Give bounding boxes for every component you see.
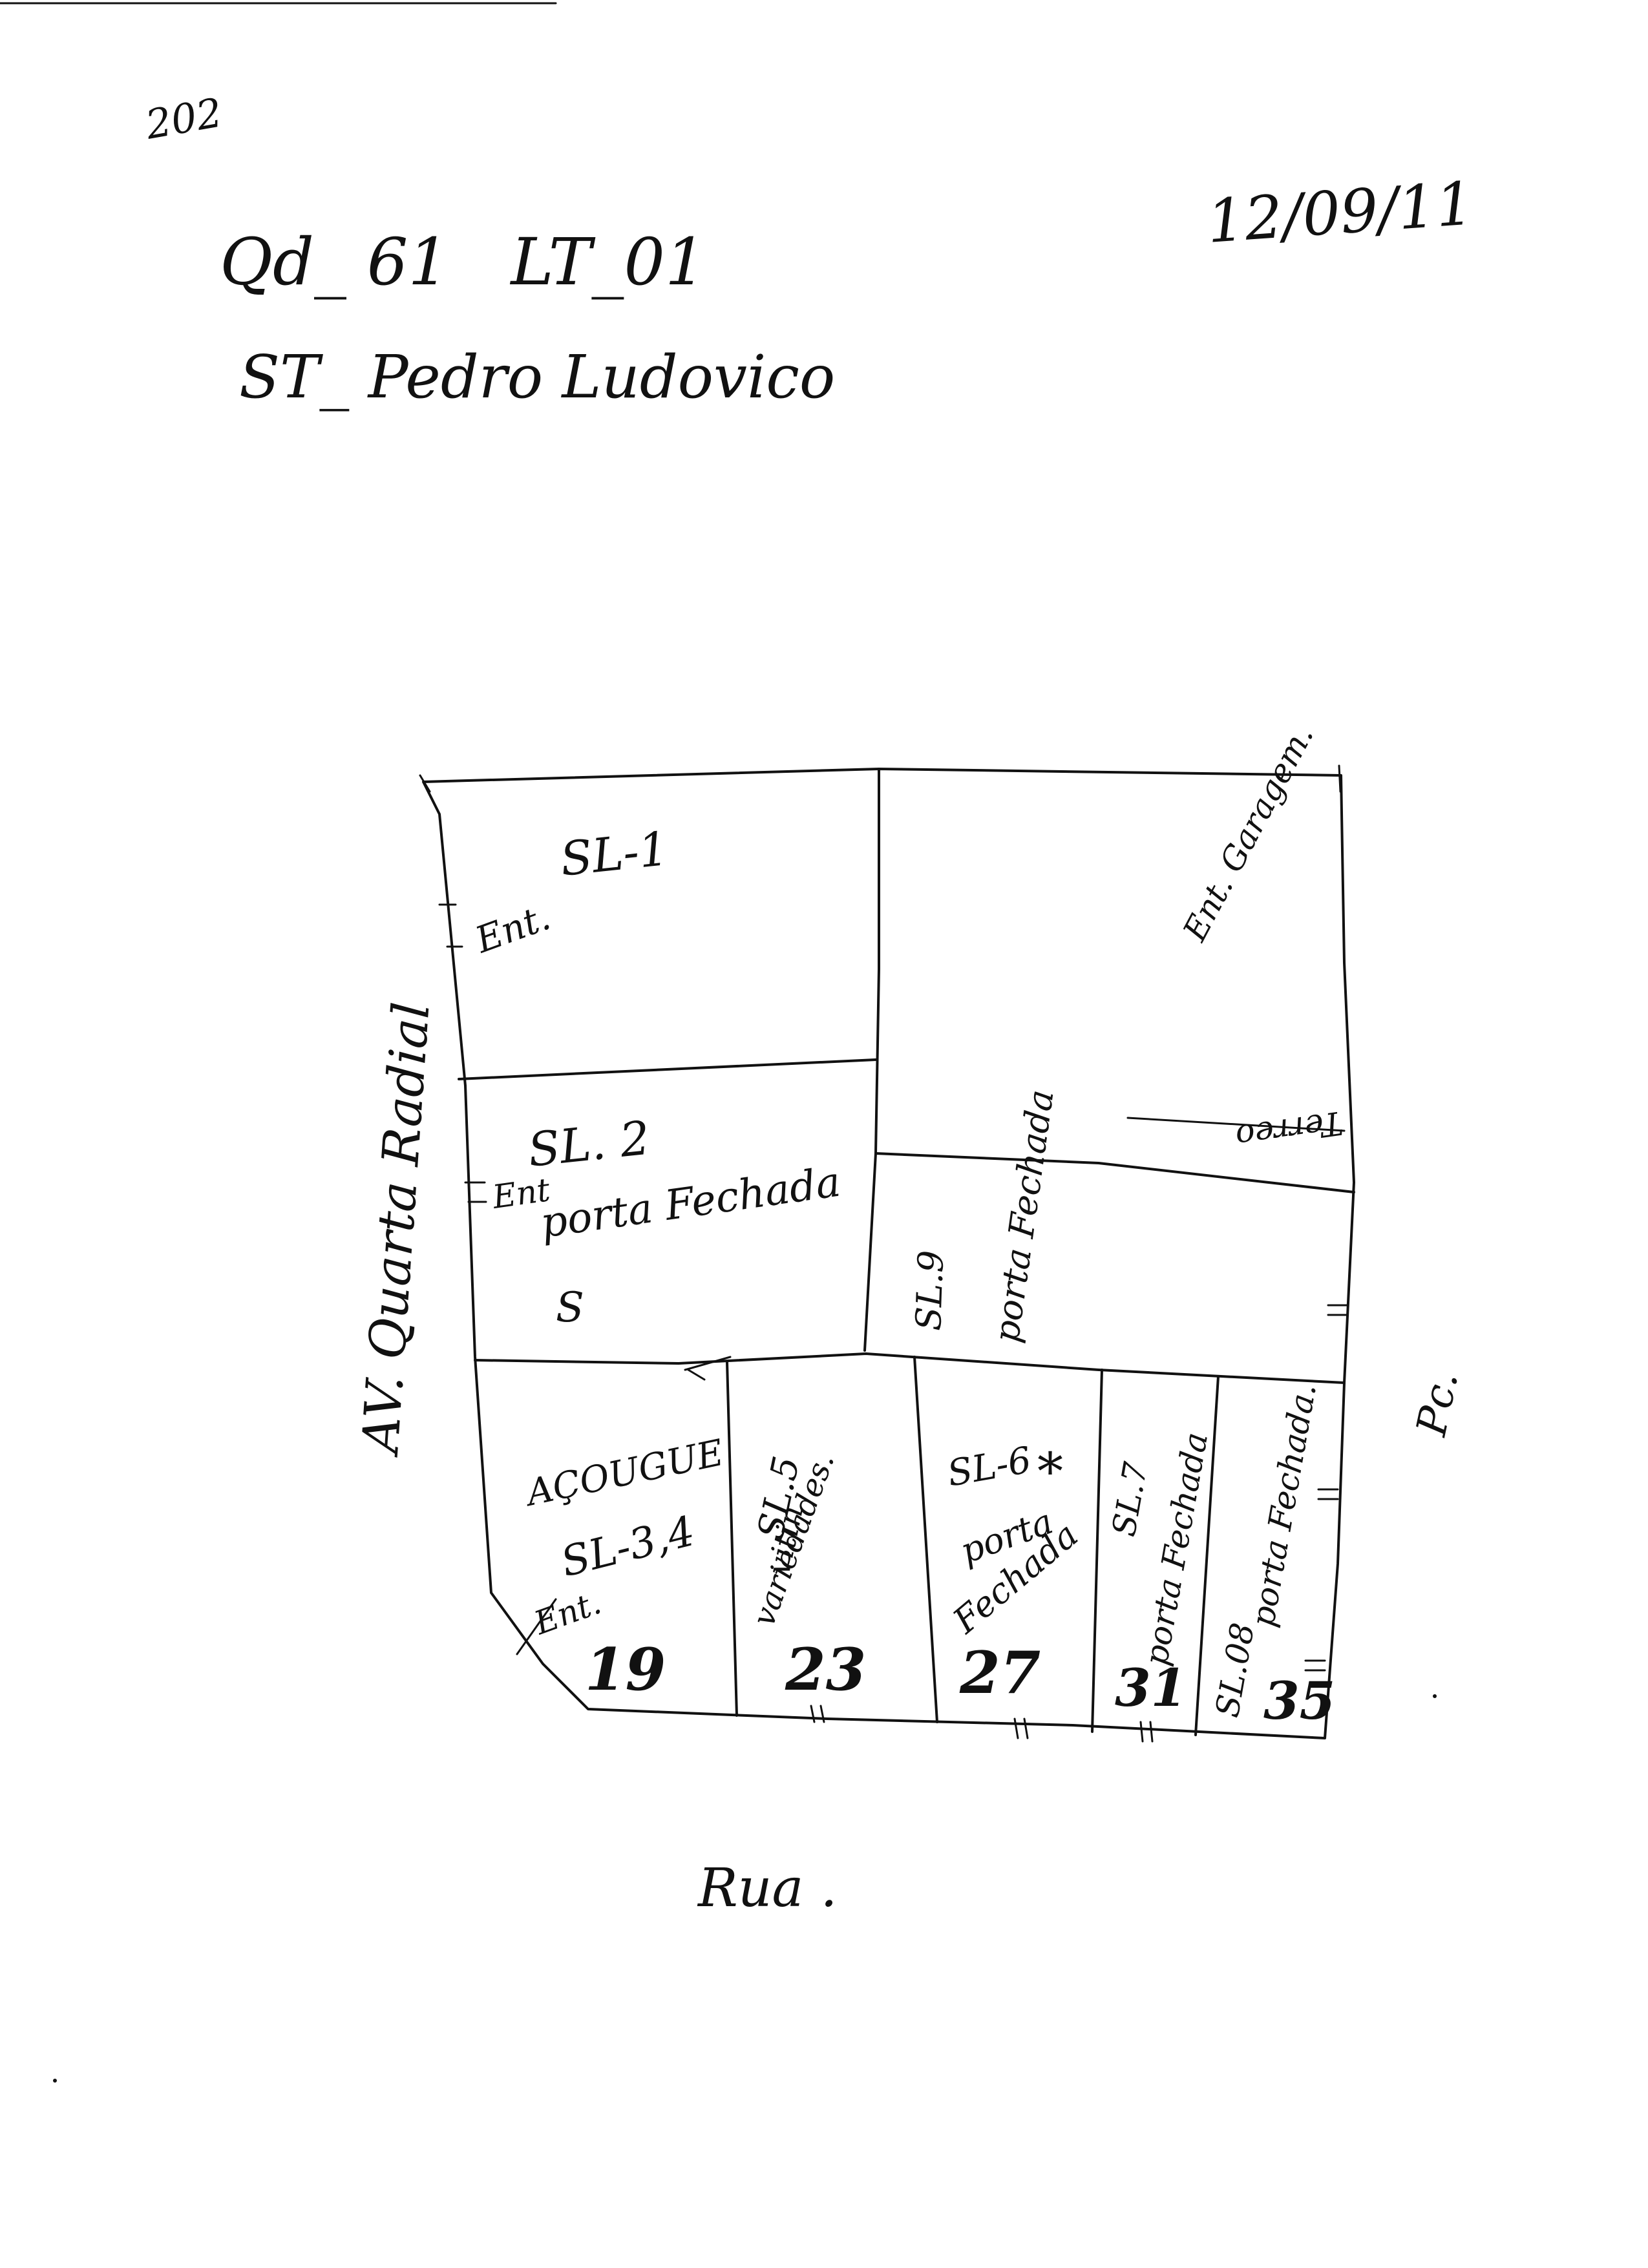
- unit-sl2-entry: Ent: [490, 1171, 553, 1216]
- unit-sl1-label: SL-1: [558, 821, 671, 887]
- arrow-mark: [684, 1356, 732, 1381]
- stray-dot: [53, 2079, 57, 2083]
- divider-sl34-sl5: [726, 1361, 738, 1717]
- plan-outline: [422, 768, 1355, 1739]
- right-ticks-2: [1317, 1488, 1339, 1500]
- divider-sl5-sl6: [913, 1356, 938, 1723]
- unit-sl6: SL-6 * porta Fechada 27: [944, 1439, 1086, 1707]
- unit-sl34-note: Ent.: [529, 1584, 606, 1643]
- unit-sl1-note: Ent.: [470, 896, 556, 962]
- unit-sl8-status: porta Fechada.: [1244, 1381, 1324, 1630]
- unit-sl9-status: porta Fechada: [986, 1087, 1061, 1345]
- unit-sl6-label: SL-6: [944, 1439, 1034, 1495]
- street-right-label: Pc.: [1408, 1367, 1468, 1440]
- corner-mark-top-right: [1338, 764, 1342, 793]
- divider-middle-bottom: [474, 1352, 1346, 1384]
- entrance-tick-sl1: [438, 903, 463, 948]
- divider-garage-sl9: [874, 1152, 1355, 1193]
- unit-sl5-number: 23: [785, 1635, 866, 1704]
- unit-top-right: Ent. Garagem. Terreo: [1176, 719, 1345, 1156]
- divider-sl7-sl8: [1194, 1375, 1220, 1736]
- unit-sl2: SL. 2 Ent porta Fechada S: [490, 1111, 844, 1332]
- unit-sl5: SL.5 vitin variedades. 23: [746, 1448, 867, 1704]
- unit-sl34-number: 19: [585, 1635, 666, 1704]
- unit-sl6-number: 27: [959, 1639, 1041, 1707]
- street-left-label: AV. Quarta Radial: [352, 1000, 441, 1458]
- unit-sl34-label: SL-3,4: [556, 1507, 699, 1587]
- unit-sl2-label: SL. 2: [525, 1111, 652, 1177]
- divider-sl1-sl2: [458, 1058, 877, 1080]
- page-number: 202: [142, 89, 226, 149]
- unit-sl9: SL.9 porta Fechada: [908, 1087, 1062, 1345]
- stray-dot: [1433, 1694, 1437, 1698]
- unit-sl8-number: 35: [1263, 1670, 1335, 1731]
- entrance-tick-sl2: [464, 1181, 487, 1203]
- unit-sl7-label: SL.7: [1105, 1459, 1155, 1539]
- unit-sl34: AÇOUGUE SL-3,4 Ent. 19: [520, 1432, 728, 1704]
- corner-tick: [516, 1598, 557, 1655]
- date-label: 12/09/11: [1205, 169, 1476, 257]
- right-ticks-3: [1304, 1659, 1326, 1672]
- block-lot-label: Qd_ 61 LT_01: [220, 224, 706, 300]
- bottom-ticks: [810, 1705, 1154, 1743]
- unit-top-right-note: Ent. Garagem.: [1176, 719, 1321, 948]
- unit-sl2-mark: S: [556, 1284, 584, 1332]
- unit-top-right-side-note: Terreo: [1233, 1104, 1345, 1156]
- corner-mark-top-left: [419, 774, 431, 793]
- unit-sl8: SL.08 porta Fechada. 35: [1209, 1381, 1336, 1731]
- unit-sl9-label: SL.9: [908, 1250, 951, 1331]
- street-bottom-label: Rua .: [697, 1858, 838, 1919]
- unit-sl7-number: 31: [1115, 1657, 1187, 1718]
- unit-sl6-star: *: [1037, 1442, 1063, 1502]
- sector-label: ST_ Pedro Ludovico: [239, 342, 835, 412]
- divider-sl6-sl7: [1091, 1369, 1103, 1733]
- right-ticks-1: [1327, 1304, 1349, 1316]
- floor-plan: [419, 764, 1355, 1743]
- unit-sl34-title: AÇOUGUE: [520, 1432, 728, 1515]
- divider-top-vertical: [863, 768, 880, 1352]
- unit-sl8-label: SL.08: [1209, 1620, 1262, 1720]
- unit-sl1: SL-1 Ent.: [470, 821, 671, 962]
- top-right-mark: [1126, 1117, 1346, 1132]
